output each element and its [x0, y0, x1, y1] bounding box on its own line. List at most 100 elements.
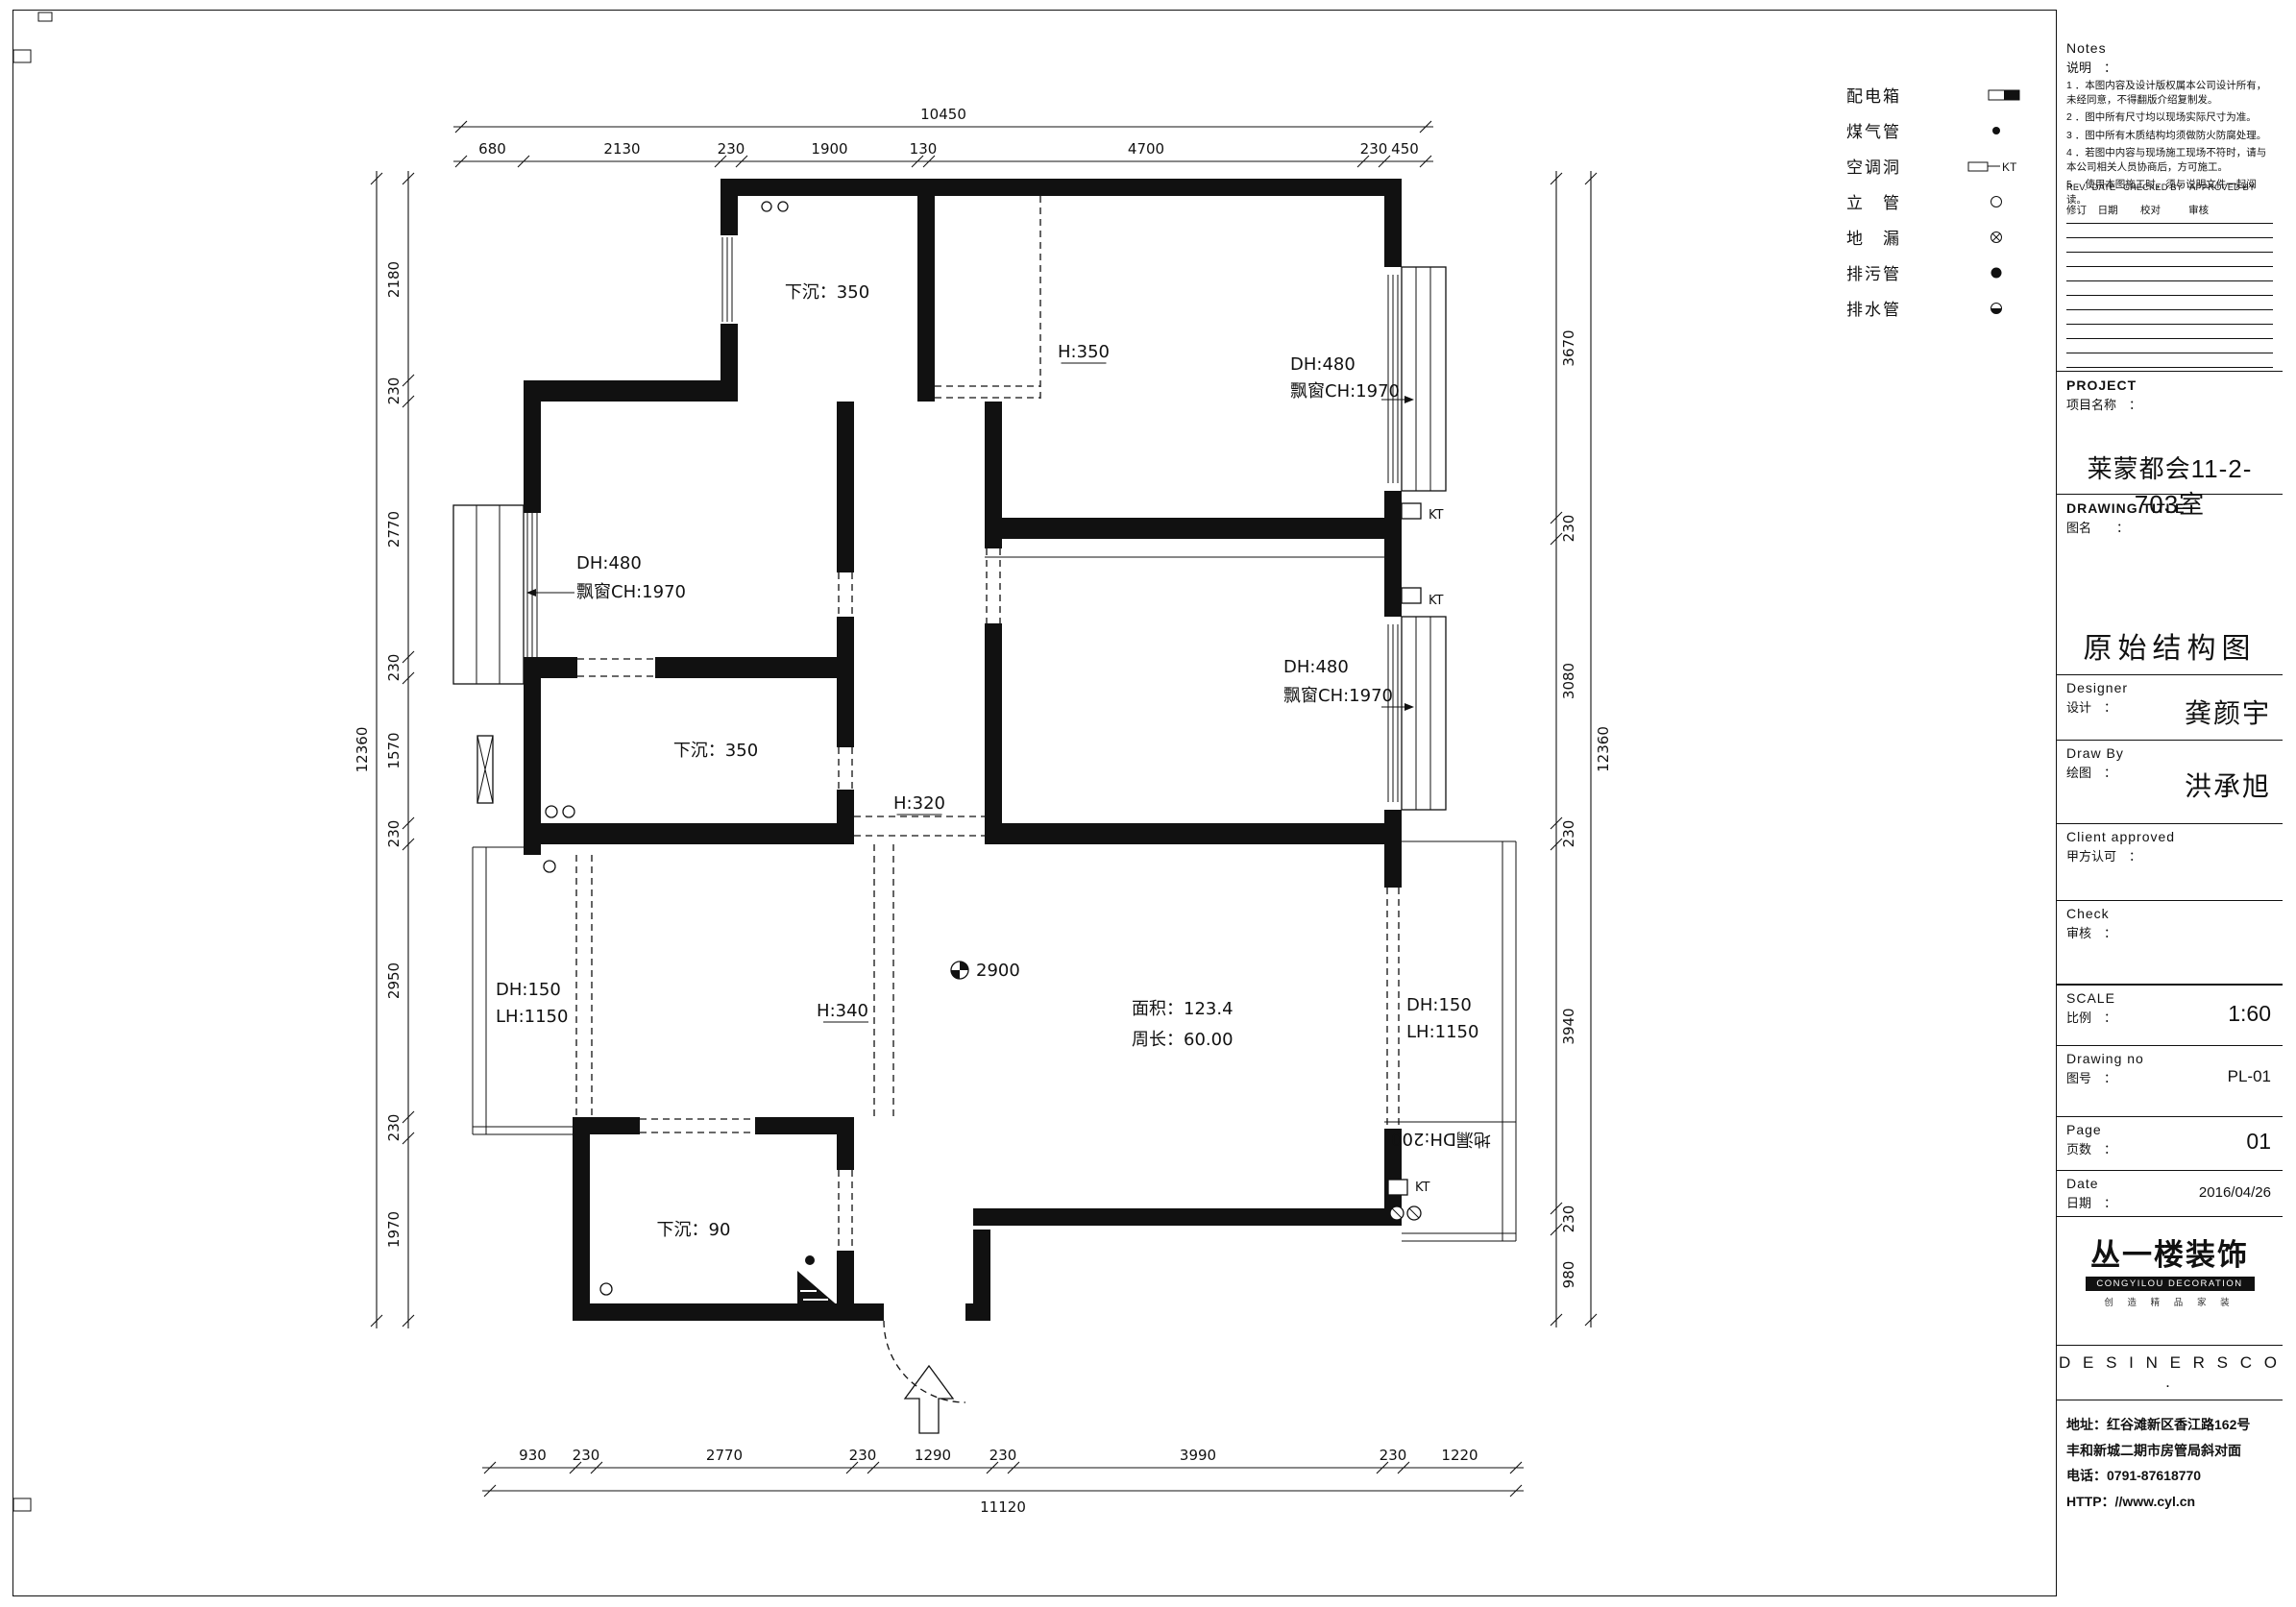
drain-pipe-icon [1987, 300, 2029, 317]
title-block: Notes 说明 ： 1 ．本图内容及设计版权属本公司设计所有，未经同意，不得翻… [2056, 10, 2283, 1596]
elevation-marker-icon [950, 961, 969, 980]
rev-header-cn: 修订 日期 校对 审核 [2066, 205, 2210, 216]
legend-label: 地 漏 [1846, 230, 1901, 248]
logo-text-cn: 丛一楼装饰 [2090, 1238, 2249, 1272]
dim-label: 230 [573, 1447, 600, 1464]
address-line2: 丰和新城二期市房管局斜对面 [2066, 1442, 2241, 1458]
drawing-no-label-en: Drawing no [2066, 1051, 2144, 1066]
plan-label: KT [1415, 1181, 1430, 1195]
dim-label: 980 [1560, 1261, 1577, 1289]
dim-label: 230 [385, 377, 403, 405]
legend-item-gas-pipe: 煤气管 [1846, 112, 2029, 148]
dim-label: 230 [1560, 820, 1577, 848]
phone-line: 电话：0791-87618770 [2066, 1468, 2202, 1484]
kt-hole-icon [1401, 502, 1422, 520]
dim-label: 1900 [811, 140, 847, 158]
entry-door [883, 1320, 966, 1434]
flue-icon [797, 1271, 840, 1307]
dim-label: 230 [1560, 515, 1577, 543]
kt-hole-icon [1401, 587, 1422, 604]
drawing-no-row: Drawing no 图号 ： PL-01 [2057, 1045, 2283, 1116]
plan-label: 2900 [976, 961, 1020, 981]
dim-label: 1970 [385, 1211, 403, 1248]
plan-label: 下沉：90 [657, 1220, 731, 1240]
dim-label: 230 [385, 820, 403, 848]
client-label-cn: 甲方认可 ： [2066, 849, 2142, 864]
drawing-no-value: PL-01 [2227, 1067, 2271, 1085]
client-approved-row: Client approved 甲方认可 ： [2057, 823, 2283, 900]
logo-text-en: CONGYILOU DECORATION [2085, 1277, 2255, 1291]
distribution-box-icon [1987, 86, 2029, 104]
dim-label: 680 [478, 140, 506, 158]
plan-label: 飘窗CH:1970 [1283, 686, 1393, 706]
plan-label: H:350 [1058, 342, 1110, 362]
drawing-title-section: DRAWING TITLE 图名 ： 原始结构图 [2057, 494, 2283, 674]
drawby-name: 洪承旭 [2184, 771, 2271, 801]
legend-label: 排污管 [1846, 265, 1901, 283]
legend: 配电箱 煤气管 空调洞 KT 立 管 地 漏 [1846, 77, 2029, 326]
rev-table-lines [2066, 223, 2273, 369]
page-label-cn: 页数 ： [2066, 1142, 2117, 1157]
project-name: 莱蒙都会11-2-703室 [2087, 454, 2253, 519]
plan-label-layer: 下沉：350H:350DH:480飘窗CH:1970DH:480飘窗CH:197… [496, 282, 1491, 1240]
floor-plan-walls [524, 179, 1402, 1321]
designer-label-en: Designer [2066, 680, 2129, 695]
windows-and-bays [452, 235, 1517, 1242]
dim-label: 230 [1560, 1205, 1577, 1233]
logo-slogan: 创 造 精 品 家 装 [2104, 1298, 2235, 1308]
legend-item-sewage-pipe: 排污管 [1846, 255, 2029, 290]
plan-label: 周长：60.00 [1132, 1030, 1233, 1050]
floor-drain-icon [1987, 229, 2029, 246]
designer-label-cn: 设计 ： [2066, 700, 2117, 715]
dim-label: 1570 [385, 732, 403, 768]
dim-label: 230 [849, 1447, 877, 1464]
plan-label: LH:1150 [496, 1007, 568, 1027]
plan-label: DH:480 [1290, 354, 1356, 375]
address-line1: 地址：红谷滩新区香江路162号 [2066, 1417, 2251, 1432]
plan-label: KT [1429, 508, 1444, 523]
page-value: 01 [2246, 1129, 2271, 1154]
legend-item-drain-pipe: 排水管 [1846, 290, 2029, 326]
dim-label: 11120 [980, 1498, 1026, 1516]
plan-label: KT [1429, 594, 1444, 608]
dim-label: 2950 [385, 962, 403, 999]
dim-label: 3940 [1560, 1008, 1577, 1044]
dim-chain-bottom-total: 11120 [482, 1484, 1524, 1516]
date-row: Date 日期 ： 2016/04/26 [2057, 1170, 2283, 1216]
wall-openings [575, 196, 1400, 1251]
dim-label: 3670 [1560, 329, 1577, 366]
plan-label: 飘窗CH:1970 [1290, 381, 1400, 402]
designer-row: Designer 设计 ： 龚颜宇 [2057, 674, 2283, 740]
drawing-title-label-cn: 图名 ： [2066, 521, 2130, 535]
note-line: 2 ．图中所有尺寸均以现场实际尺寸为准。 [2066, 111, 2257, 124]
drawby-label-cn: 绘图 ： [2066, 766, 2117, 780]
kt-hole-icon [1387, 1179, 1408, 1196]
project-label-cn: 项目名称 ： [2066, 398, 2142, 412]
website-line: HTTP：//www.cyl.cn [2066, 1493, 2196, 1509]
dim-label: 1290 [915, 1447, 951, 1464]
date-label-cn: 日期 ： [2066, 1196, 2117, 1210]
gas-pipe-icon [1987, 122, 2029, 139]
dim-label: 3990 [1180, 1447, 1216, 1464]
ac-hole-icon: KT [1967, 158, 2029, 175]
drawby-label-en: Draw By [2066, 745, 2124, 761]
notes-title-cn: 说明 ： [2066, 61, 2117, 75]
scale-label-cn: 比例 ： [2066, 1010, 2117, 1025]
legend-label: 空调洞 [1846, 158, 1901, 177]
dim-label: 2770 [706, 1447, 743, 1464]
note-line: 3 ．图中所有木质结构均须做防火防腐处理。 [2066, 129, 2267, 141]
dim-label: 12360 [354, 727, 371, 773]
plan-label: DH:480 [576, 553, 642, 573]
dim-label: 1220 [1441, 1447, 1478, 1464]
note-line: 1 ．本图内容及设计版权属本公司设计所有，未经同意，不得翻版介绍复制发。 [2066, 80, 2267, 107]
dim-label: 230 [385, 654, 403, 682]
drawby-row: Draw By 绘图 ： 洪承旭 [2057, 740, 2283, 823]
client-label-en: Client approved [2066, 829, 2176, 844]
dim-label: 2180 [385, 261, 403, 298]
notes-list: 1 ．本图内容及设计版权属本公司设计所有，未经同意，不得翻版介绍复制发。 2 ．图… [2066, 79, 2273, 207]
dim-label: 230 [1380, 1447, 1407, 1464]
